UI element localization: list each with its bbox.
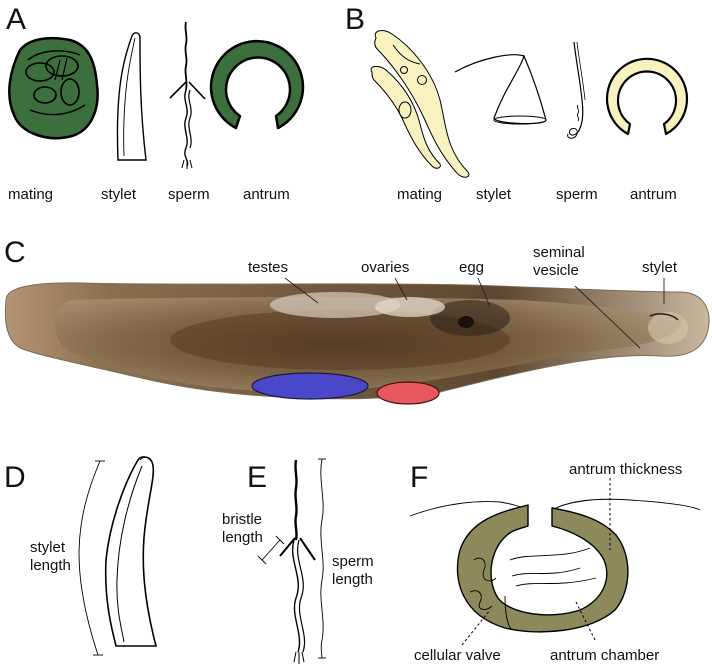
panel-a-label-sperm: sperm (168, 186, 210, 203)
panel-d-stylet-illustration (104, 456, 158, 647)
panel-c-letter: C (4, 236, 26, 269)
panel-c-label-vesicle: vesicle (533, 262, 579, 279)
panel-f: F antrum thickness cellular valve antrum… (409, 461, 701, 664)
panel-a-sperm-illustration (169, 21, 206, 169)
panel-f-label-valve: cellular valve (414, 647, 501, 664)
panel-f-label-thickness: antrum thickness (569, 461, 682, 478)
panel-e-label-bristle: bristle (222, 511, 262, 528)
panel-b-label-mating: mating (397, 186, 442, 203)
panel-a-stylet-illustration (116, 32, 147, 161)
panel-b-label-stylet: stylet (476, 186, 512, 203)
panel-b-stylet-illustration (454, 54, 547, 125)
panel-b-label-antrum: antrum (630, 186, 677, 203)
panel-c-worm-micrograph (4, 282, 710, 405)
panel-c: C testes ovaries egg seminal vesicl (4, 236, 710, 405)
panel-a-label-stylet: stylet (101, 186, 137, 203)
panel-b: B mating stylet sperm (345, 3, 689, 203)
panel-b-label-sperm: sperm (556, 186, 598, 203)
panel-e: E bristle length sperm length (222, 458, 374, 664)
panel-c-label-seminal: seminal (533, 244, 585, 261)
panel-e-letter: E (247, 461, 267, 494)
panel-c-callouts (284, 277, 665, 349)
panel-b-letter: B (345, 3, 365, 36)
panel-e-label-sperm-length: length (332, 571, 373, 588)
panel-a-label-antrum: antrum (243, 186, 290, 203)
panel-e-label-bristle-length: length (222, 529, 263, 546)
panel-b-antrum-illustration (605, 57, 689, 136)
panel-a-antrum-illustration (209, 39, 305, 130)
panel-e-bristle-bracket (257, 535, 285, 565)
panel-a: A mating stylet (6, 3, 305, 203)
panel-f-label-chamber: antrum chamber (550, 647, 659, 664)
panel-c-label-egg: egg (459, 259, 484, 276)
ovary-highlight (376, 381, 440, 405)
panel-e-sperm-length-bracket (318, 458, 326, 659)
panel-b-mating-illustration (370, 30, 470, 178)
panel-e-sperm-illustration (279, 459, 316, 664)
panel-c-label-stylet: stylet (642, 259, 678, 276)
panel-f-letter: F (410, 461, 428, 494)
panel-a-label-mating: mating (8, 186, 53, 203)
panel-d-length-bracket (78, 460, 105, 656)
panel-d-letter: D (4, 461, 26, 494)
testes-highlight (251, 372, 369, 400)
panel-f-callouts (461, 478, 611, 646)
panel-b-sperm-illustration (567, 41, 586, 139)
panel-a-mating-illustration (8, 36, 99, 140)
panel-e-label-sperm: sperm (332, 553, 374, 570)
panel-c-label-ovaries: ovaries (361, 259, 409, 276)
panel-d-label-length: length (30, 557, 71, 574)
panel-d-label-stylet: stylet (30, 539, 66, 556)
panel-f-antrum-illustration (409, 498, 701, 633)
panel-a-letter: A (6, 3, 26, 36)
panel-d: D stylet length (4, 456, 158, 656)
panel-c-label-testes: testes (248, 259, 288, 276)
